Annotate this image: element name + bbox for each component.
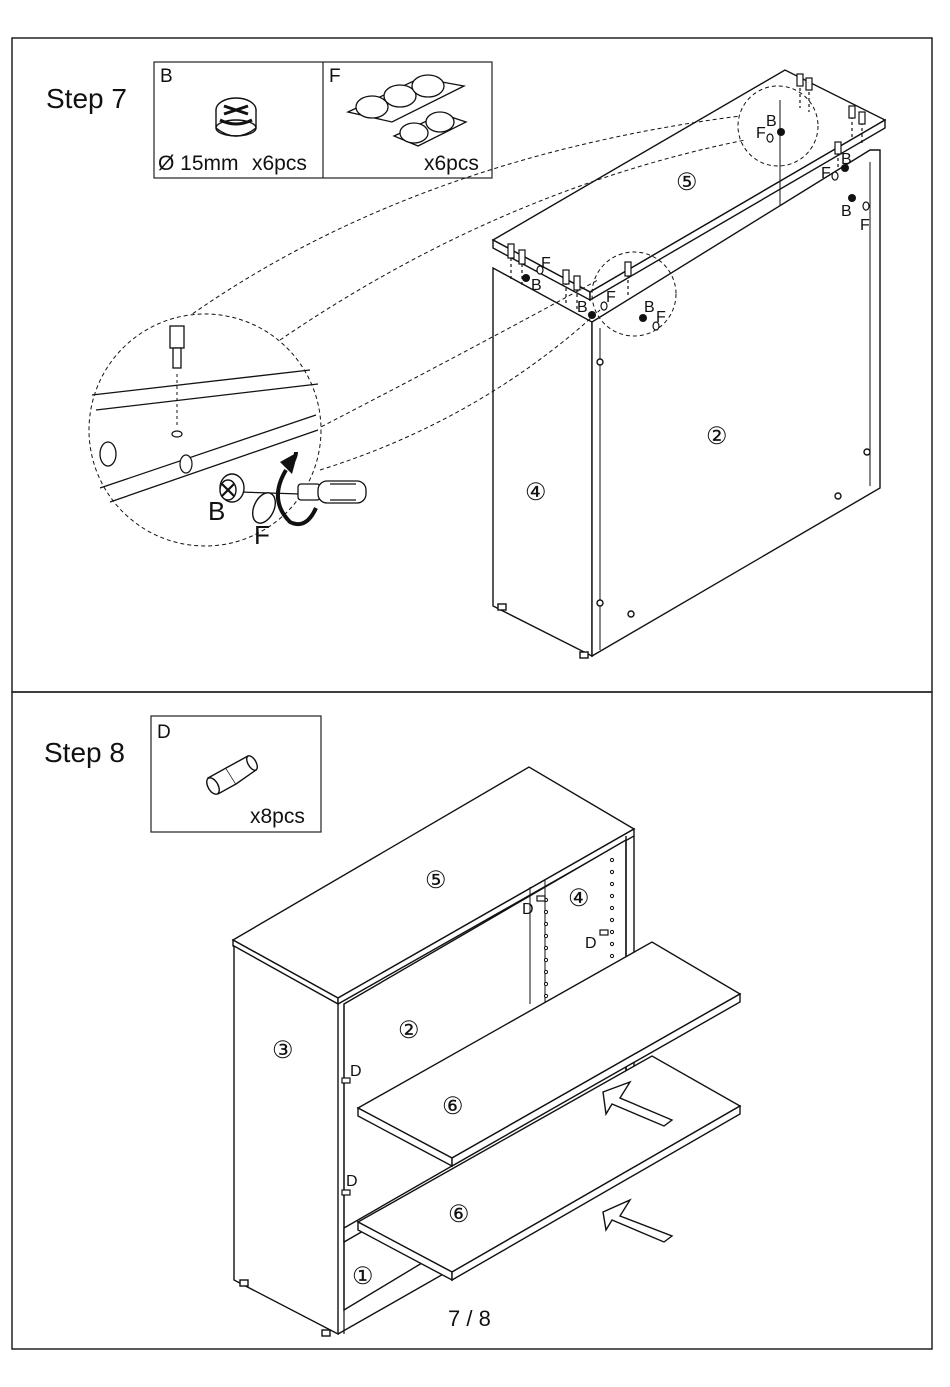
cover-cap-sheet-icon: [346, 74, 468, 147]
step8-frame: [11, 691, 933, 1350]
shelf-pin-icon: [206, 755, 258, 795]
step8-title: Step 8: [44, 737, 125, 768]
page-number: 7 / 8: [448, 1306, 491, 1331]
svg-text:F: F: [821, 165, 831, 182]
step8-panel-4: ④: [568, 885, 590, 912]
step7-parts-box: B Ø 15mm x6pcs F x6pcs: [153, 61, 493, 179]
cam-lock-icon: [215, 97, 257, 137]
svg-text:B: B: [577, 299, 588, 316]
step8-panel-2: ②: [398, 1017, 420, 1044]
part-d-letter: D: [157, 722, 171, 743]
panel-label-2: ②: [706, 423, 728, 450]
svg-text:B: B: [766, 113, 777, 130]
svg-text:B: B: [644, 299, 655, 316]
panel-label-5: ⑤: [676, 169, 698, 196]
step7-detail-view: B F: [88, 313, 367, 550]
zoom-circle-front: [591, 251, 677, 337]
svg-text:B: B: [841, 203, 852, 220]
step8-parts-box: D x8pcs: [150, 715, 322, 833]
step7-top-pins: [507, 73, 866, 312]
cam-lock-detail-icon: [219, 473, 245, 503]
svg-text:F: F: [756, 125, 766, 142]
pin-label-3: D: [350, 1063, 362, 1080]
step8-panel-5: ⑤: [425, 867, 447, 894]
part-b-letter: B: [160, 66, 173, 87]
insert-arrow-icon: [602, 1080, 674, 1243]
step7-title: Step 7: [46, 83, 127, 114]
cover-cap-detail-icon: [251, 492, 277, 524]
svg-text:B: B: [841, 151, 852, 168]
rotate-arrow-icon: [276, 451, 318, 527]
step7-cam-fittings: [522, 128, 856, 322]
svg-text:F: F: [606, 289, 616, 306]
step7-cover-caps: [536, 133, 870, 331]
svg-text:F: F: [656, 309, 666, 326]
pin-label-4: D: [346, 1173, 358, 1190]
svg-text:B: B: [531, 277, 542, 294]
zoom-circle-back: [737, 85, 819, 167]
step8-panel-3: ③: [272, 1037, 294, 1064]
step8-left-side: [233, 944, 339, 1336]
side-panel-4: [492, 266, 593, 658]
step8-panel-1: ①: [352, 1263, 374, 1290]
part-b-qty: x6pcs: [252, 152, 307, 175]
back-panel-2: [591, 149, 881, 658]
step8-panel-6-lower: ⑥: [448, 1201, 470, 1228]
step8-shelf-pins: [341, 895, 609, 1196]
panel-label-4: ④: [525, 479, 547, 506]
step7-hardware-labels: F B B F B F F B B F B F: [531, 113, 870, 326]
part-f-letter: F: [329, 66, 341, 87]
svg-text:F: F: [541, 255, 551, 272]
part-b-size: Ø 15mm: [158, 152, 239, 175]
pin-label-2: D: [585, 935, 597, 952]
zoom-connector-lines: [169, 115, 746, 471]
detail-label-f: F: [254, 520, 270, 550]
svg-text:F: F: [860, 217, 870, 234]
part-d-qty: x8pcs: [250, 805, 305, 828]
pin-label-1: D: [522, 901, 534, 918]
step8-pin-holes: [543, 857, 615, 999]
step7-cabinet: [491, 69, 887, 659]
detail-label-b: B: [208, 496, 225, 526]
part-f-qty: x6pcs: [424, 152, 479, 175]
step8-panel-6-upper: ⑥: [442, 1093, 464, 1120]
